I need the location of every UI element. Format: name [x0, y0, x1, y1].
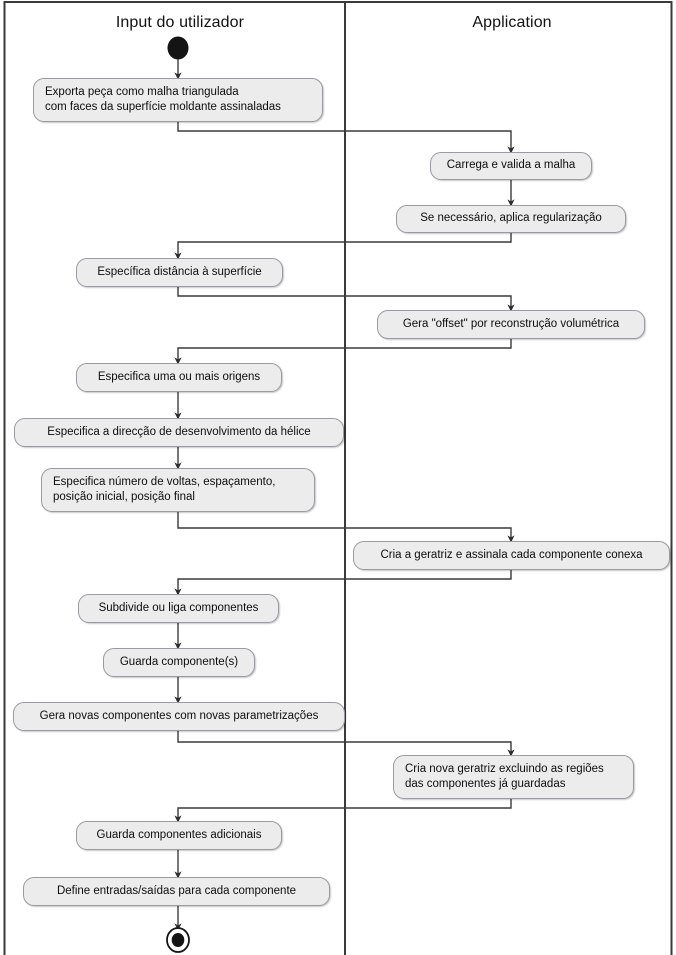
action-node-gera-offset[interactable]: Gera "offset" por reconstrução volumétri…	[377, 310, 645, 339]
action-node-exporta-peca[interactable]: Exporta peça como malha triangulada com …	[33, 78, 323, 122]
action-label: Especifica a direcção de desenvolvimento…	[47, 425, 311, 438]
action-node-carrega-valida[interactable]: Carrega e valida a malha	[430, 152, 592, 180]
action-label: Específica distância à superfície	[97, 265, 262, 278]
edge-n1-n2	[177, 122, 515, 154]
action-node-nova-geratriz[interactable]: Cria nova geratriz excluindo as regiões …	[393, 755, 634, 799]
lane-title-user: Input do utilizador	[115, 14, 245, 31]
edge-n4-n5	[177, 287, 515, 312]
action-label: Gera novas componentes com novas paramet…	[39, 709, 319, 722]
edge-n9-n10	[174, 570, 512, 596]
action-node-numero-voltas[interactable]: Especifica número de voltas, espaçamento…	[41, 468, 315, 512]
action-node-cria-geratriz[interactable]: Cria a geratriz e assinala cada componen…	[353, 541, 670, 570]
action-node-origens[interactable]: Especifica uma ou mais origens	[76, 363, 282, 392]
action-label: Define entradas/saídas para cada compone…	[56, 884, 297, 897]
action-label: Especifica uma ou mais origens	[97, 370, 261, 383]
action-label: Guarda componente(s)	[119, 655, 239, 668]
action-node-direccao-helice[interactable]: Especifica a direcção de desenvolvimento…	[14, 418, 344, 447]
action-label: Gera "offset" por reconstrução volumétri…	[402, 317, 620, 330]
action-node-componentes-adicionais[interactable]: Guarda componentes adicionais	[76, 821, 282, 850]
action-node-regularizacao[interactable]: Se necessário, aplica regularização	[396, 205, 626, 233]
edge-n8-n9	[177, 512, 515, 543]
action-label: Especifica número de voltas, espaçamento…	[53, 475, 276, 503]
final-node	[166, 927, 190, 953]
action-node-subdivide-liga[interactable]: Subdivide ou liga componentes	[78, 594, 279, 623]
edge-n12-n13	[177, 731, 515, 757]
lane-title-application: Application	[472, 14, 552, 31]
edge-n3-n4	[174, 233, 512, 260]
action-label: Cria a geratriz e assinala cada componen…	[380, 548, 643, 561]
action-label: Se necessário, aplica regularização	[420, 212, 602, 225]
edge-n5-n6	[174, 339, 512, 365]
action-label: Guarda componentes adicionais	[96, 828, 262, 841]
action-label: Exporta peça como malha triangulada com …	[45, 85, 281, 113]
action-node-novas-componentes[interactable]: Gera novas componentes com novas paramet…	[13, 702, 345, 731]
action-node-distancia-superficie[interactable]: Específica distância à superfície	[76, 258, 283, 287]
action-label: Cria nova geratriz excluindo as regiões …	[405, 762, 604, 790]
edge-n13-n14	[174, 799, 512, 823]
action-node-guarda-componentes[interactable]: Guarda componente(s)	[103, 648, 255, 677]
diagram-frame	[3, 1, 673, 955]
action-label: Subdivide ou liga componentes	[98, 601, 259, 614]
action-label: Carrega e valida a malha	[446, 159, 576, 172]
action-node-entradas-saidas[interactable]: Define entradas/saídas para cada compone…	[23, 877, 330, 906]
initial-node	[167, 36, 189, 60]
